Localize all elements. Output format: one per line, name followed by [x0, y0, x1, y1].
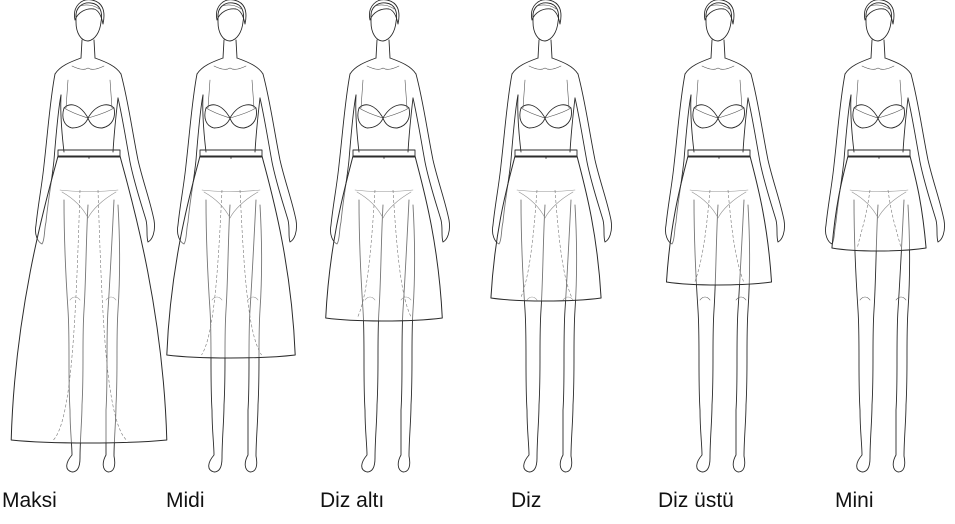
label-mini: Mini — [835, 487, 874, 515]
figure-mini — [825, 0, 944, 472]
skirt-length-illustration — [0, 0, 955, 480]
label-midi: Midi — [166, 487, 205, 515]
label-diz: Diz — [511, 487, 541, 515]
label-maksi: Maksi — [2, 487, 57, 515]
figure-diz-alti — [326, 0, 450, 472]
label-diz-ustu: Diz üstü — [658, 487, 734, 515]
label-diz-alti: Diz altı — [320, 487, 384, 515]
figure-midi — [167, 0, 297, 472]
figure-diz — [491, 0, 612, 472]
figure-diz-ustu — [665, 0, 784, 472]
figure-maksi — [11, 0, 167, 472]
